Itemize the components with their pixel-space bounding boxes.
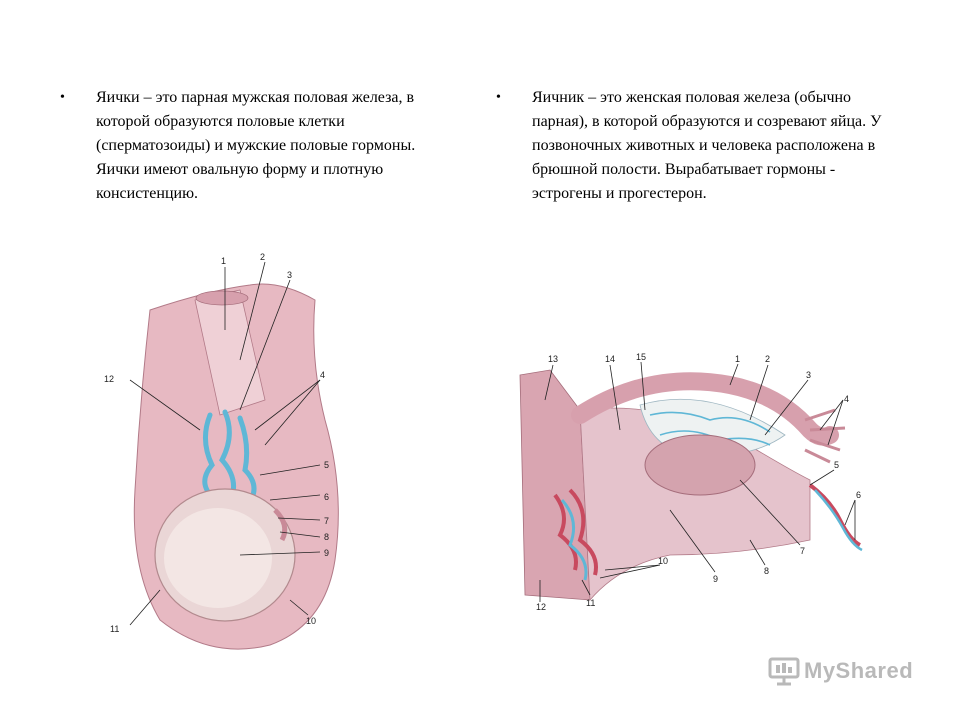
label-9: 9: [713, 574, 718, 584]
bullet-marker: •: [496, 90, 501, 105]
label-13: 13: [548, 354, 558, 364]
label-3: 3: [806, 370, 811, 380]
testis-illustration: 1 2 3 4 5 6 7 8 9 10 11 12: [104, 252, 339, 650]
ovary-description: Яичник – это женская половая железа (обы…: [532, 89, 882, 202]
label-12: 12: [104, 374, 114, 384]
label-7: 7: [324, 516, 329, 526]
uterus-wall: [519, 369, 591, 601]
label-4: 4: [844, 394, 849, 404]
label-12: 12: [536, 602, 546, 612]
uterine-artery: [553, 488, 598, 576]
cord-section: [195, 290, 249, 306]
label-8: 8: [324, 532, 329, 542]
ovarian-artery: [808, 483, 862, 547]
label-3: 3: [287, 270, 292, 280]
testis-number-labels: 1 2 3 4 5 6 7 8 9 10 11 12: [104, 252, 329, 634]
fimbriae: [804, 408, 846, 464]
label-4: 4: [320, 370, 325, 380]
label-10: 10: [306, 616, 316, 626]
presentation-screen-icon: [768, 657, 800, 686]
ovarian-vein: [814, 489, 863, 552]
ovary-number-labels: 1 2 3 4 5 6 7 8 9 10 11 12 13 14 15: [536, 352, 861, 612]
testis-text-column: • Яички – это парная мужская половая жел…: [60, 86, 460, 206]
label-2: 2: [260, 252, 265, 262]
label-5: 5: [834, 460, 839, 470]
label-11: 11: [110, 624, 119, 634]
label-1: 1: [221, 256, 226, 266]
ovary-leader-lines: [539, 361, 856, 602]
ovary-bullet-item: • Яичник – это женская половая железа (о…: [496, 86, 906, 206]
label-8: 8: [764, 566, 769, 576]
fallopian-tube: [571, 372, 839, 446]
ovary-body: [644, 434, 756, 496]
label-6: 6: [324, 492, 329, 502]
testis-bullet-item: • Яички – это парная мужская половая жел…: [60, 86, 460, 206]
bullet-marker: •: [60, 90, 65, 105]
label-5: 5: [324, 460, 329, 470]
label-15: 15: [636, 352, 646, 362]
myshared-watermark: MyShared: [768, 656, 913, 686]
testis-leader-lines: [129, 261, 321, 626]
label-11: 11: [586, 598, 595, 608]
ovary-text-column: • Яичник – это женская половая железа (о…: [496, 86, 906, 206]
label-14: 14: [605, 354, 615, 364]
epididymis: [273, 508, 288, 542]
label-9: 9: [324, 548, 329, 558]
label-1: 1: [735, 354, 740, 364]
label-10: 10: [658, 556, 668, 566]
ovary-illustration: 1 2 3 4 5 6 7 8 9 10 11 12 13 14 15: [519, 352, 863, 612]
watermark-brand: MyShared: [804, 658, 914, 683]
testis-highlight: [164, 508, 272, 608]
label-2: 2: [765, 354, 770, 364]
label-6: 6: [856, 490, 861, 500]
testis-description: Яички – это парная мужская половая желез…: [96, 89, 416, 202]
label-7: 7: [800, 546, 805, 556]
uterine-vein: [560, 498, 588, 581]
